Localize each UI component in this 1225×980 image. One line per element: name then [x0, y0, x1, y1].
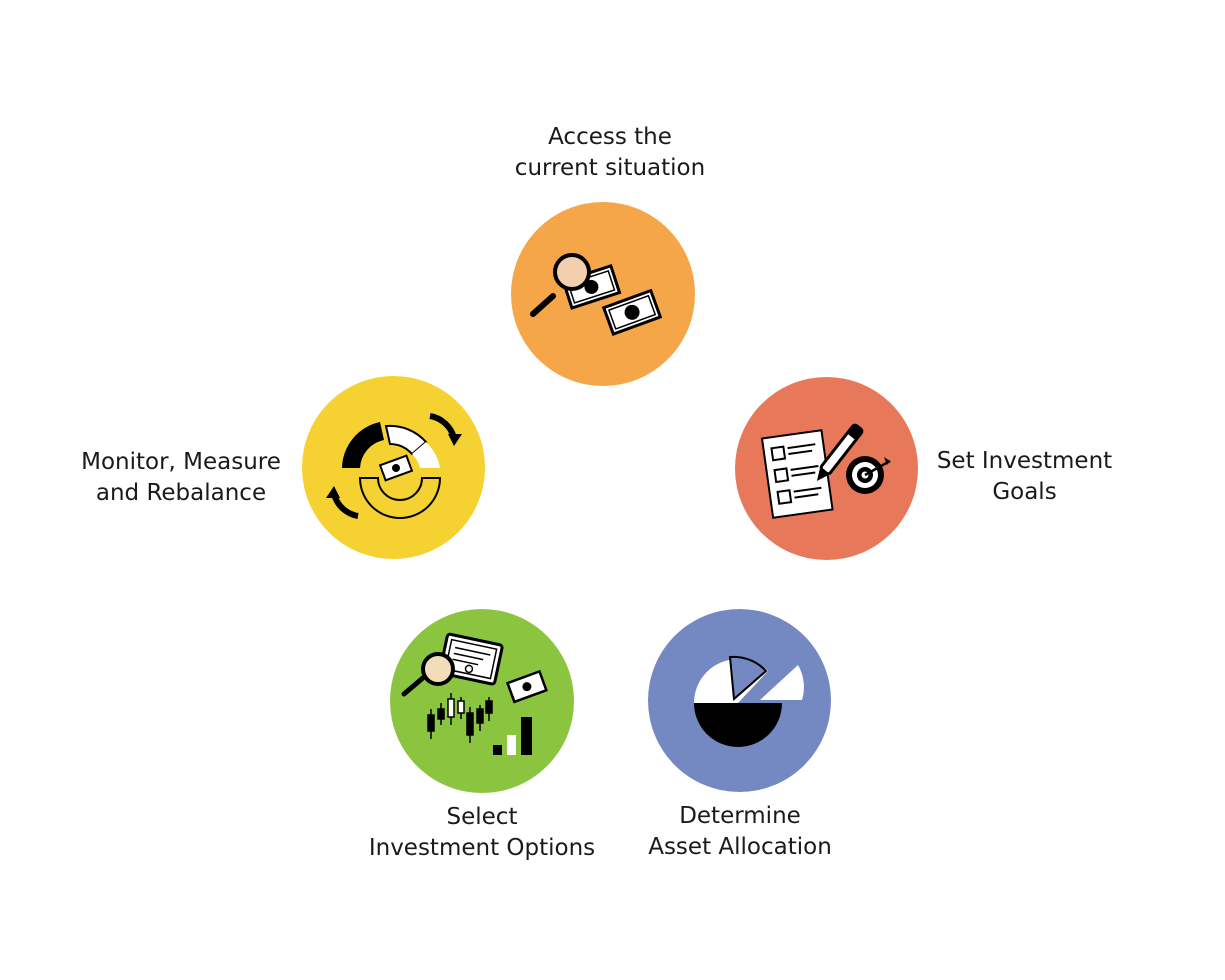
- step-label-select: Select Investment Options: [352, 802, 612, 864]
- step-label-goals: Set Investment Goals: [922, 446, 1127, 508]
- step-circle-allocation: [648, 609, 831, 792]
- step-label-monitor-line-1: Monitor, Measure: [81, 449, 281, 475]
- step-label-allocation-line-1: Determine: [679, 803, 801, 829]
- step-label-assess-line-1: Access the: [548, 124, 672, 150]
- step-label-select-line-2: Investment Options: [368, 835, 596, 861]
- step-circle-select: [390, 609, 574, 793]
- magnifier-money-icon: [530, 253, 663, 336]
- step-label-assess: Access the current situation: [490, 122, 730, 184]
- step-label-monitor-line-2: and Rebalance: [95, 480, 267, 506]
- step-label-select-line-1: Select: [446, 804, 518, 830]
- step-label-assess-line-2: current situation: [514, 155, 706, 181]
- step-label-allocation-line-2: Asset Allocation: [648, 834, 832, 860]
- step-circle-assess: [511, 202, 695, 386]
- step-label-monitor: Monitor, Measure and Rebalance: [64, 447, 298, 509]
- step-label-goals-line-2: Goals: [992, 479, 1057, 505]
- pie-chart-icon: [694, 655, 804, 747]
- step-circle-monitor: [302, 376, 485, 559]
- step-circle-goals: [735, 377, 918, 560]
- step-label-goals-line-1: Set Investment: [936, 448, 1113, 474]
- checklist-target-icon: [760, 423, 891, 519]
- certificate-candlestick-icon: [401, 632, 548, 755]
- step-label-allocation: Determine Asset Allocation: [630, 801, 850, 863]
- rebalance-cycle-icon: [326, 413, 462, 519]
